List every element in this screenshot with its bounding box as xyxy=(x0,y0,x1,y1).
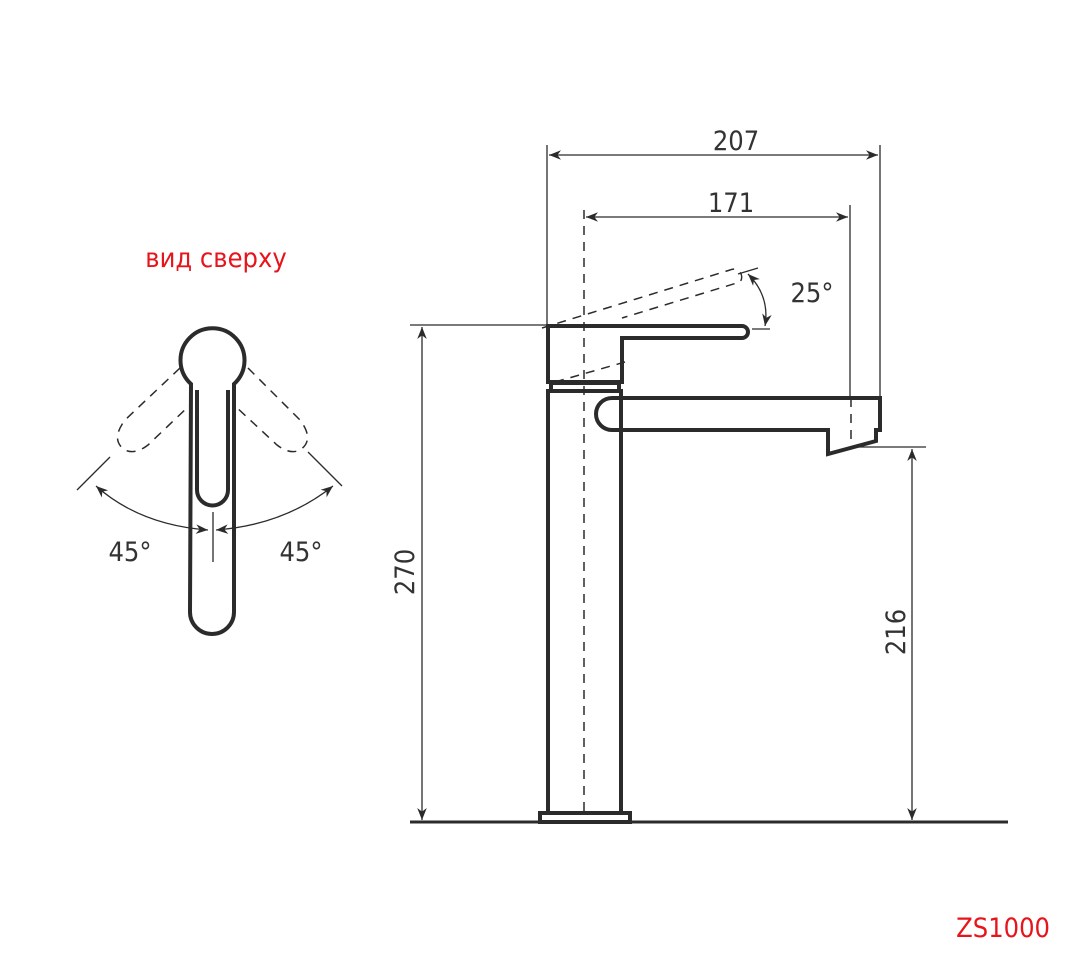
dim-spout-reach: 171 xyxy=(708,188,754,219)
angle-left-label: 45° xyxy=(108,537,151,568)
handle-slot xyxy=(195,390,230,508)
angle-arc-left xyxy=(95,485,209,534)
dim-total-height: 270 xyxy=(390,549,421,595)
lever-ghost-raised xyxy=(541,268,743,383)
ext-line xyxy=(737,267,759,275)
dim-spout-height: 216 xyxy=(881,609,912,655)
top-view: вид сверху 45° 45° xyxy=(76,243,343,636)
lever-ghost-left xyxy=(116,367,191,453)
angle-arc-right xyxy=(215,485,334,534)
dim-lever-angle: 25° xyxy=(790,278,833,309)
handle-outline xyxy=(178,326,247,636)
model-code: ZS1000 xyxy=(956,913,1050,944)
spout xyxy=(594,396,882,457)
handle-lever xyxy=(546,324,750,384)
top-view-title: вид сверху xyxy=(145,243,286,274)
side-view: 207 171 25° 270 216 xyxy=(390,126,1008,824)
limit-line-right xyxy=(307,451,343,487)
lever-ghost-right xyxy=(233,367,309,453)
ring xyxy=(549,381,621,393)
limit-line-left xyxy=(76,456,111,491)
angle-right-label: 45° xyxy=(279,537,322,568)
dim-total-length: 207 xyxy=(713,126,759,157)
angle-arc-25 xyxy=(747,273,772,327)
